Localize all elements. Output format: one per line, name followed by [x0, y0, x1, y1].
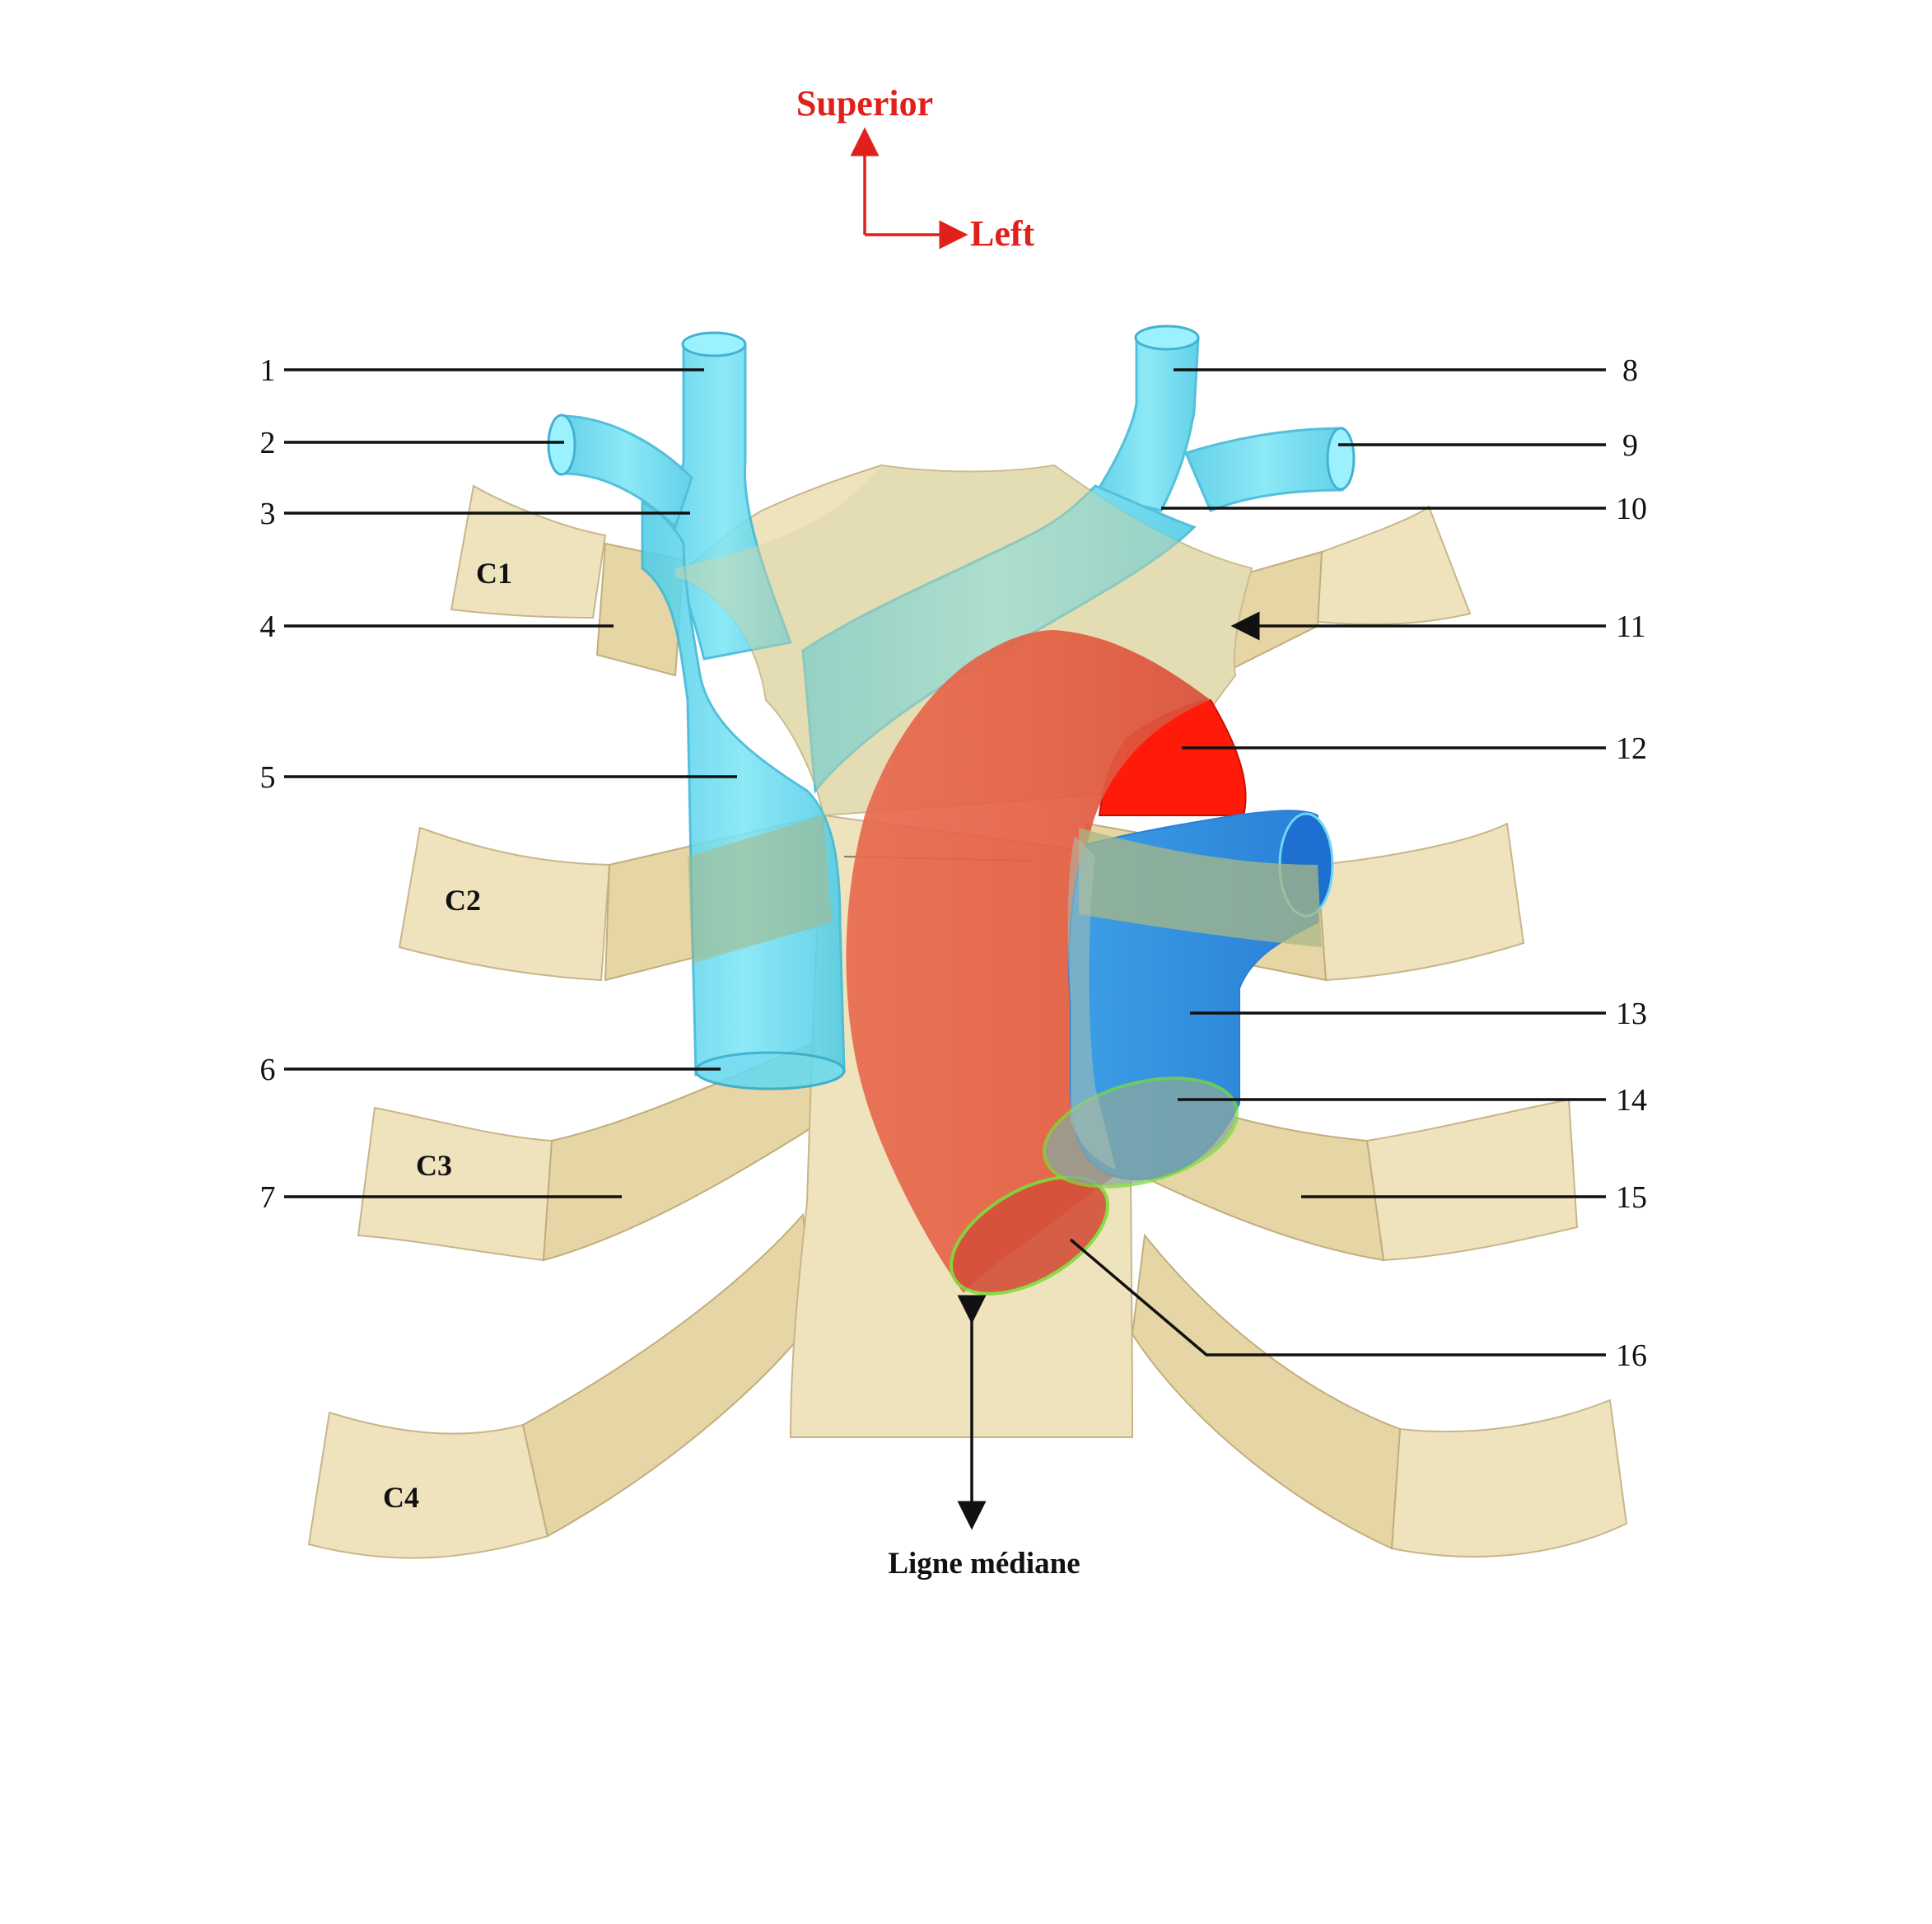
orientation-indicator: Superior Left: [796, 83, 1035, 254]
right-subclavian-vein: [558, 414, 693, 530]
rib-c2-right-bone: [398, 826, 611, 982]
label-13: 13: [1616, 997, 1647, 1031]
rib-c4-left-bone: [1390, 1399, 1628, 1557]
rib-label-c1: C1: [476, 557, 512, 590]
label-1: 1: [260, 353, 276, 388]
right-numbers: 8 9 10 11 12 13 14 15 16: [1616, 353, 1647, 1373]
rib-c2-overlay: [688, 815, 832, 964]
label-4: 4: [260, 609, 276, 644]
ascending-aorta: [846, 630, 1211, 1293]
label-15: 15: [1616, 1180, 1647, 1215]
label-14: 14: [1616, 1083, 1647, 1118]
rib-c3-left-bone: [1365, 1098, 1579, 1262]
left-label: Left: [970, 213, 1035, 254]
pulmonary-trunk-group: [1043, 810, 1334, 1188]
label-12: 12: [1616, 731, 1647, 766]
rib-label-c3: C3: [416, 1149, 452, 1182]
left-leaders: [284, 368, 737, 1198]
leader-16: [1069, 1238, 1606, 1357]
midline-indicator: Ligne médiane: [888, 1295, 1080, 1581]
rib-c1-left-bone: [1316, 505, 1472, 625]
midline-label: Ligne médiane: [888, 1547, 1080, 1581]
label-5: 5: [260, 760, 276, 795]
rib-c4-left-cartilage: [1131, 1233, 1402, 1550]
rib-c4: [307, 1212, 1628, 1559]
rib-c4-right-cartilage: [521, 1212, 817, 1538]
left-subclavian-vein: [1183, 427, 1344, 512]
left-internal-jugular-opening: [1134, 325, 1200, 351]
left-brachiocephalic-vein: [801, 484, 1197, 794]
left-subclavian-opening: [1326, 427, 1356, 491]
rib-label-c2: C2: [445, 884, 481, 917]
label-11: 11: [1616, 609, 1646, 644]
superior-label: Superior: [796, 83, 933, 124]
ascending-aorta-section: [950, 1175, 1109, 1296]
label-16: 16: [1616, 1338, 1647, 1373]
label-9: 9: [1622, 428, 1638, 463]
pulmonary-trunk-overlay: [1067, 836, 1116, 1170]
rib-c1-right-bone: [450, 484, 607, 619]
right-leaders: [1069, 368, 1606, 1357]
label-6: 6: [260, 1053, 276, 1087]
label-7: 7: [260, 1180, 276, 1215]
left-internal-jugular-vein: [1093, 336, 1200, 512]
svc-lower-opening: [694, 1051, 846, 1090]
rib-label-c4: C4: [383, 1481, 419, 1514]
left-numbers: 1 2 3 4 5 6 7: [260, 353, 276, 1215]
label-10: 10: [1616, 492, 1647, 526]
rib-c4-right-bone: [307, 1411, 549, 1559]
rib-labels: C1 C2 C3 C4: [383, 557, 512, 1514]
right-subclavian-opening: [547, 413, 576, 476]
rib-c3-right-bone: [357, 1106, 553, 1262]
rib-c2-left-overlay: [1079, 828, 1322, 947]
label-8: 8: [1622, 353, 1638, 388]
label-2: 2: [260, 426, 276, 460]
label-3: 3: [260, 497, 276, 531]
aorta: [846, 630, 1247, 1296]
rib-c3: [357, 1036, 1579, 1262]
right-internal-jugular-opening: [681, 331, 747, 357]
rib-c2-left-bone: [1316, 822, 1525, 982]
